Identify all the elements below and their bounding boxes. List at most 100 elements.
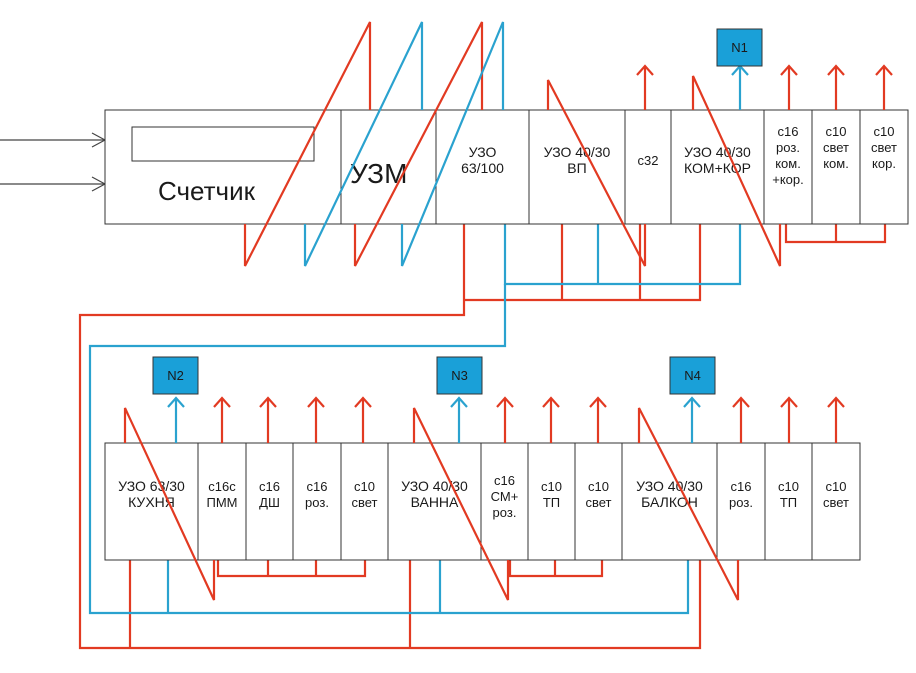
- module-label-line: ком.: [775, 156, 801, 171]
- module-label-line: ТП: [780, 495, 797, 510]
- module-label-line: с32: [638, 153, 659, 168]
- neutral-bar-n2: N2: [152, 356, 199, 395]
- module-label-line: ТП: [543, 495, 560, 510]
- module-box: [527, 442, 576, 561]
- top-output-arrows: [636, 64, 893, 110]
- uzo-kuhnya-zigzag: [123, 407, 216, 601]
- neutral-bar-box: [669, 356, 716, 395]
- module-label-line: роз.: [493, 505, 517, 520]
- meter-neutral-zigzag: [303, 21, 424, 267]
- module-label-line: с10: [826, 124, 847, 139]
- bottom-output-arrow-8-arrowhead: [542, 396, 560, 408]
- neutral-bar-label: N2: [167, 368, 184, 383]
- module-label-line: ДШ: [259, 495, 280, 510]
- module-label-line: УЗО: [469, 144, 497, 160]
- module-label-line: роз.: [729, 495, 753, 510]
- module-label-line: 63/100: [461, 160, 504, 176]
- module-label-line: роз.: [305, 495, 329, 510]
- module-label-line: УЗО 40/30: [636, 478, 703, 494]
- module-box: [292, 442, 342, 561]
- module-label-line: ПММ: [206, 495, 237, 510]
- uzo-vp-zigzag: [546, 79, 647, 267]
- bottom-output-arrow-12-arrowhead: [780, 396, 798, 408]
- module-label-line: с10: [826, 479, 847, 494]
- c16-roz-kom-output-arrow-arrowhead: [780, 64, 798, 76]
- neutral-bar-label: N4: [684, 368, 701, 383]
- c32-output-arrow-arrowhead: [636, 64, 654, 76]
- module-label-line: КОМ+КОР: [684, 160, 751, 176]
- module-box: [764, 442, 813, 561]
- module-label-line: УЗО 40/30: [401, 478, 468, 494]
- uzm-label: УЗМ: [350, 158, 407, 189]
- neutral-bar-box: [436, 356, 483, 395]
- module-label-line: свет: [351, 495, 377, 510]
- c10-svet-kor-output-arrow-arrowhead: [875, 64, 893, 76]
- bottom-output-arrow-9-arrowhead: [589, 396, 607, 408]
- bottom-output-arrow-11-arrowhead: [732, 396, 750, 408]
- module-label-line: роз.: [776, 140, 800, 155]
- module-label-line: с16: [307, 479, 328, 494]
- module-label-line: с16: [731, 479, 752, 494]
- neutral-feeder-low-wire: [88, 284, 690, 615]
- module-label-line: с10: [541, 479, 562, 494]
- module-label-line: с10: [354, 479, 375, 494]
- phase-feeder-top-wire: [464, 224, 702, 302]
- neutral-bar-label: N1: [731, 40, 748, 55]
- neutral-bar-label: N3: [451, 368, 468, 383]
- module-label-line: свет: [823, 495, 849, 510]
- module-label-line: БАЛКОН: [641, 494, 698, 510]
- uzm-box: [340, 109, 437, 225]
- module-box: [104, 442, 199, 561]
- phase-bus-kuhnya-wire: [216, 560, 367, 578]
- module-label-line: +кор.: [772, 172, 804, 187]
- module-c32: с32: [624, 109, 672, 225]
- module-label-line: с10: [874, 124, 895, 139]
- module-box: [340, 442, 389, 561]
- bottom-output-arrow-6-arrowhead: [450, 396, 468, 408]
- module-label-line: свет: [823, 140, 849, 155]
- neutral-feeder-wire: [503, 224, 742, 286]
- module-label-line: УЗО 63/30: [118, 478, 185, 494]
- module-label-line: с16с: [208, 479, 236, 494]
- uzm-phase-zigzag: [353, 21, 484, 267]
- c10-svet-kom-output-arrow-arrowhead: [827, 64, 845, 76]
- bottom-output-arrow-10-arrowhead: [683, 396, 701, 408]
- module-label-line: с10: [588, 479, 609, 494]
- bottom-output-arrows: [167, 396, 845, 443]
- module-label-line: СМ+: [491, 489, 519, 504]
- module-label-line: УЗО 40/30: [544, 144, 611, 160]
- uzo-kom-kor-zigzag: [691, 75, 782, 267]
- neutral-bar-box: [716, 28, 763, 67]
- input-arrows: [0, 132, 107, 192]
- module-box: [528, 109, 626, 225]
- module-label-line: кор.: [872, 156, 896, 171]
- module-label-line: ВАННА: [411, 494, 459, 510]
- module-label-line: с16: [778, 124, 799, 139]
- uzo-balkon-zigzag: [637, 407, 740, 601]
- neutral-bar-n1: N1: [716, 28, 763, 67]
- uzm-neutral-zigzag: [400, 21, 505, 267]
- module-label-line: с10: [778, 479, 799, 494]
- module-box: [621, 442, 718, 561]
- module-box: [859, 109, 909, 225]
- module-label-line: с16: [494, 473, 515, 488]
- bottom-panel-row: УЗО 63/30КУХНЯс16сПММс16ДШс16роз.с10свет…: [104, 442, 861, 561]
- module-box: [245, 442, 294, 561]
- module-label-line: ком.: [823, 156, 849, 171]
- neutral-bar-n4: N4: [669, 356, 716, 395]
